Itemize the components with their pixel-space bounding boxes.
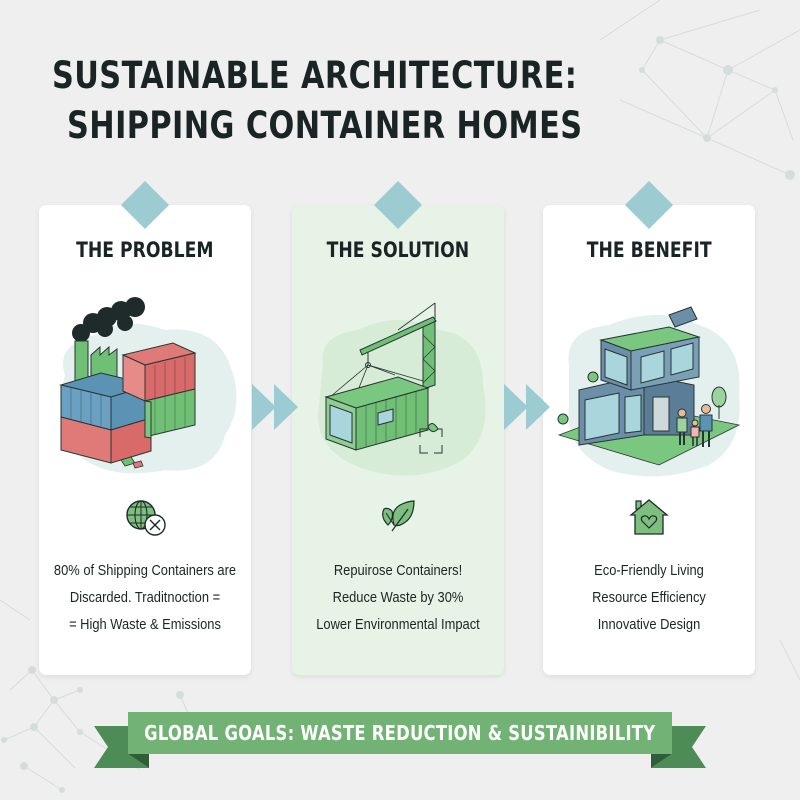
text-line: Repuirose Containers! [333, 562, 463, 579]
ribbon-tails-icon [94, 726, 706, 768]
benefit-description: Eco-Friendly Living Resource Efficiency … [543, 557, 755, 638]
card-heading: THE PROBLEM [39, 238, 251, 262]
global-goals-banner: GLOBAL GOALS: WASTE REDUCTION & SUSTAINI… [94, 712, 706, 768]
house-heart-icon [629, 499, 669, 535]
solution-description: Repuirose Containers! Reduce Waste by 30… [292, 557, 504, 638]
text-line: = High Waste & Emissions [69, 616, 221, 633]
title-line-1: SUSTAINABLE ARCHITECTURE: [52, 54, 578, 97]
title-line-2: SHIPPING CONTAINER HOMES [67, 104, 583, 147]
text-line: Innovative Design [597, 616, 701, 633]
text-line: 80% of Shipping Containers are [53, 562, 237, 579]
double-chevron-right-icon [504, 384, 550, 430]
container-house-family-illustration [557, 306, 741, 477]
banner-ribbon: GLOBAL GOALS: WASTE REDUCTION & SUSTAINI… [128, 712, 672, 754]
solution-heading: THE SOLUTION [326, 238, 470, 262]
card-heading: THE SOLUTION [292, 238, 504, 262]
globe-x-icon [126, 500, 166, 536]
problem-card: THE PROBLEM [39, 180, 251, 675]
solution-card: THE SOLUTION [292, 180, 504, 675]
crane-container-illustration [318, 302, 486, 476]
problem-description: 80% of Shipping Containers are Discarded… [39, 557, 251, 638]
double-chevron-right-icon [252, 384, 298, 430]
stacked-containers-factory-illustration [59, 297, 237, 474]
text-line: Eco-Friendly Living [594, 562, 704, 579]
card-heading: THE BENEFIT [543, 238, 755, 262]
banner-text: GLOBAL GOALS: WASTE REDUCTION & SUSTAINI… [144, 721, 656, 745]
text-line: Discarded. Traditnoction = [69, 589, 221, 606]
benefit-heading: THE BENEFIT [586, 238, 712, 262]
benefit-card: THE BENEFIT [543, 180, 755, 675]
leaf-icon [382, 500, 415, 532]
text-line: Resource Efficiency [592, 589, 706, 606]
text-line: Lower Environmental Impact [316, 616, 480, 633]
text-line: Reduce Waste by 30% [332, 589, 464, 606]
problem-heading: THE PROBLEM [76, 238, 214, 262]
